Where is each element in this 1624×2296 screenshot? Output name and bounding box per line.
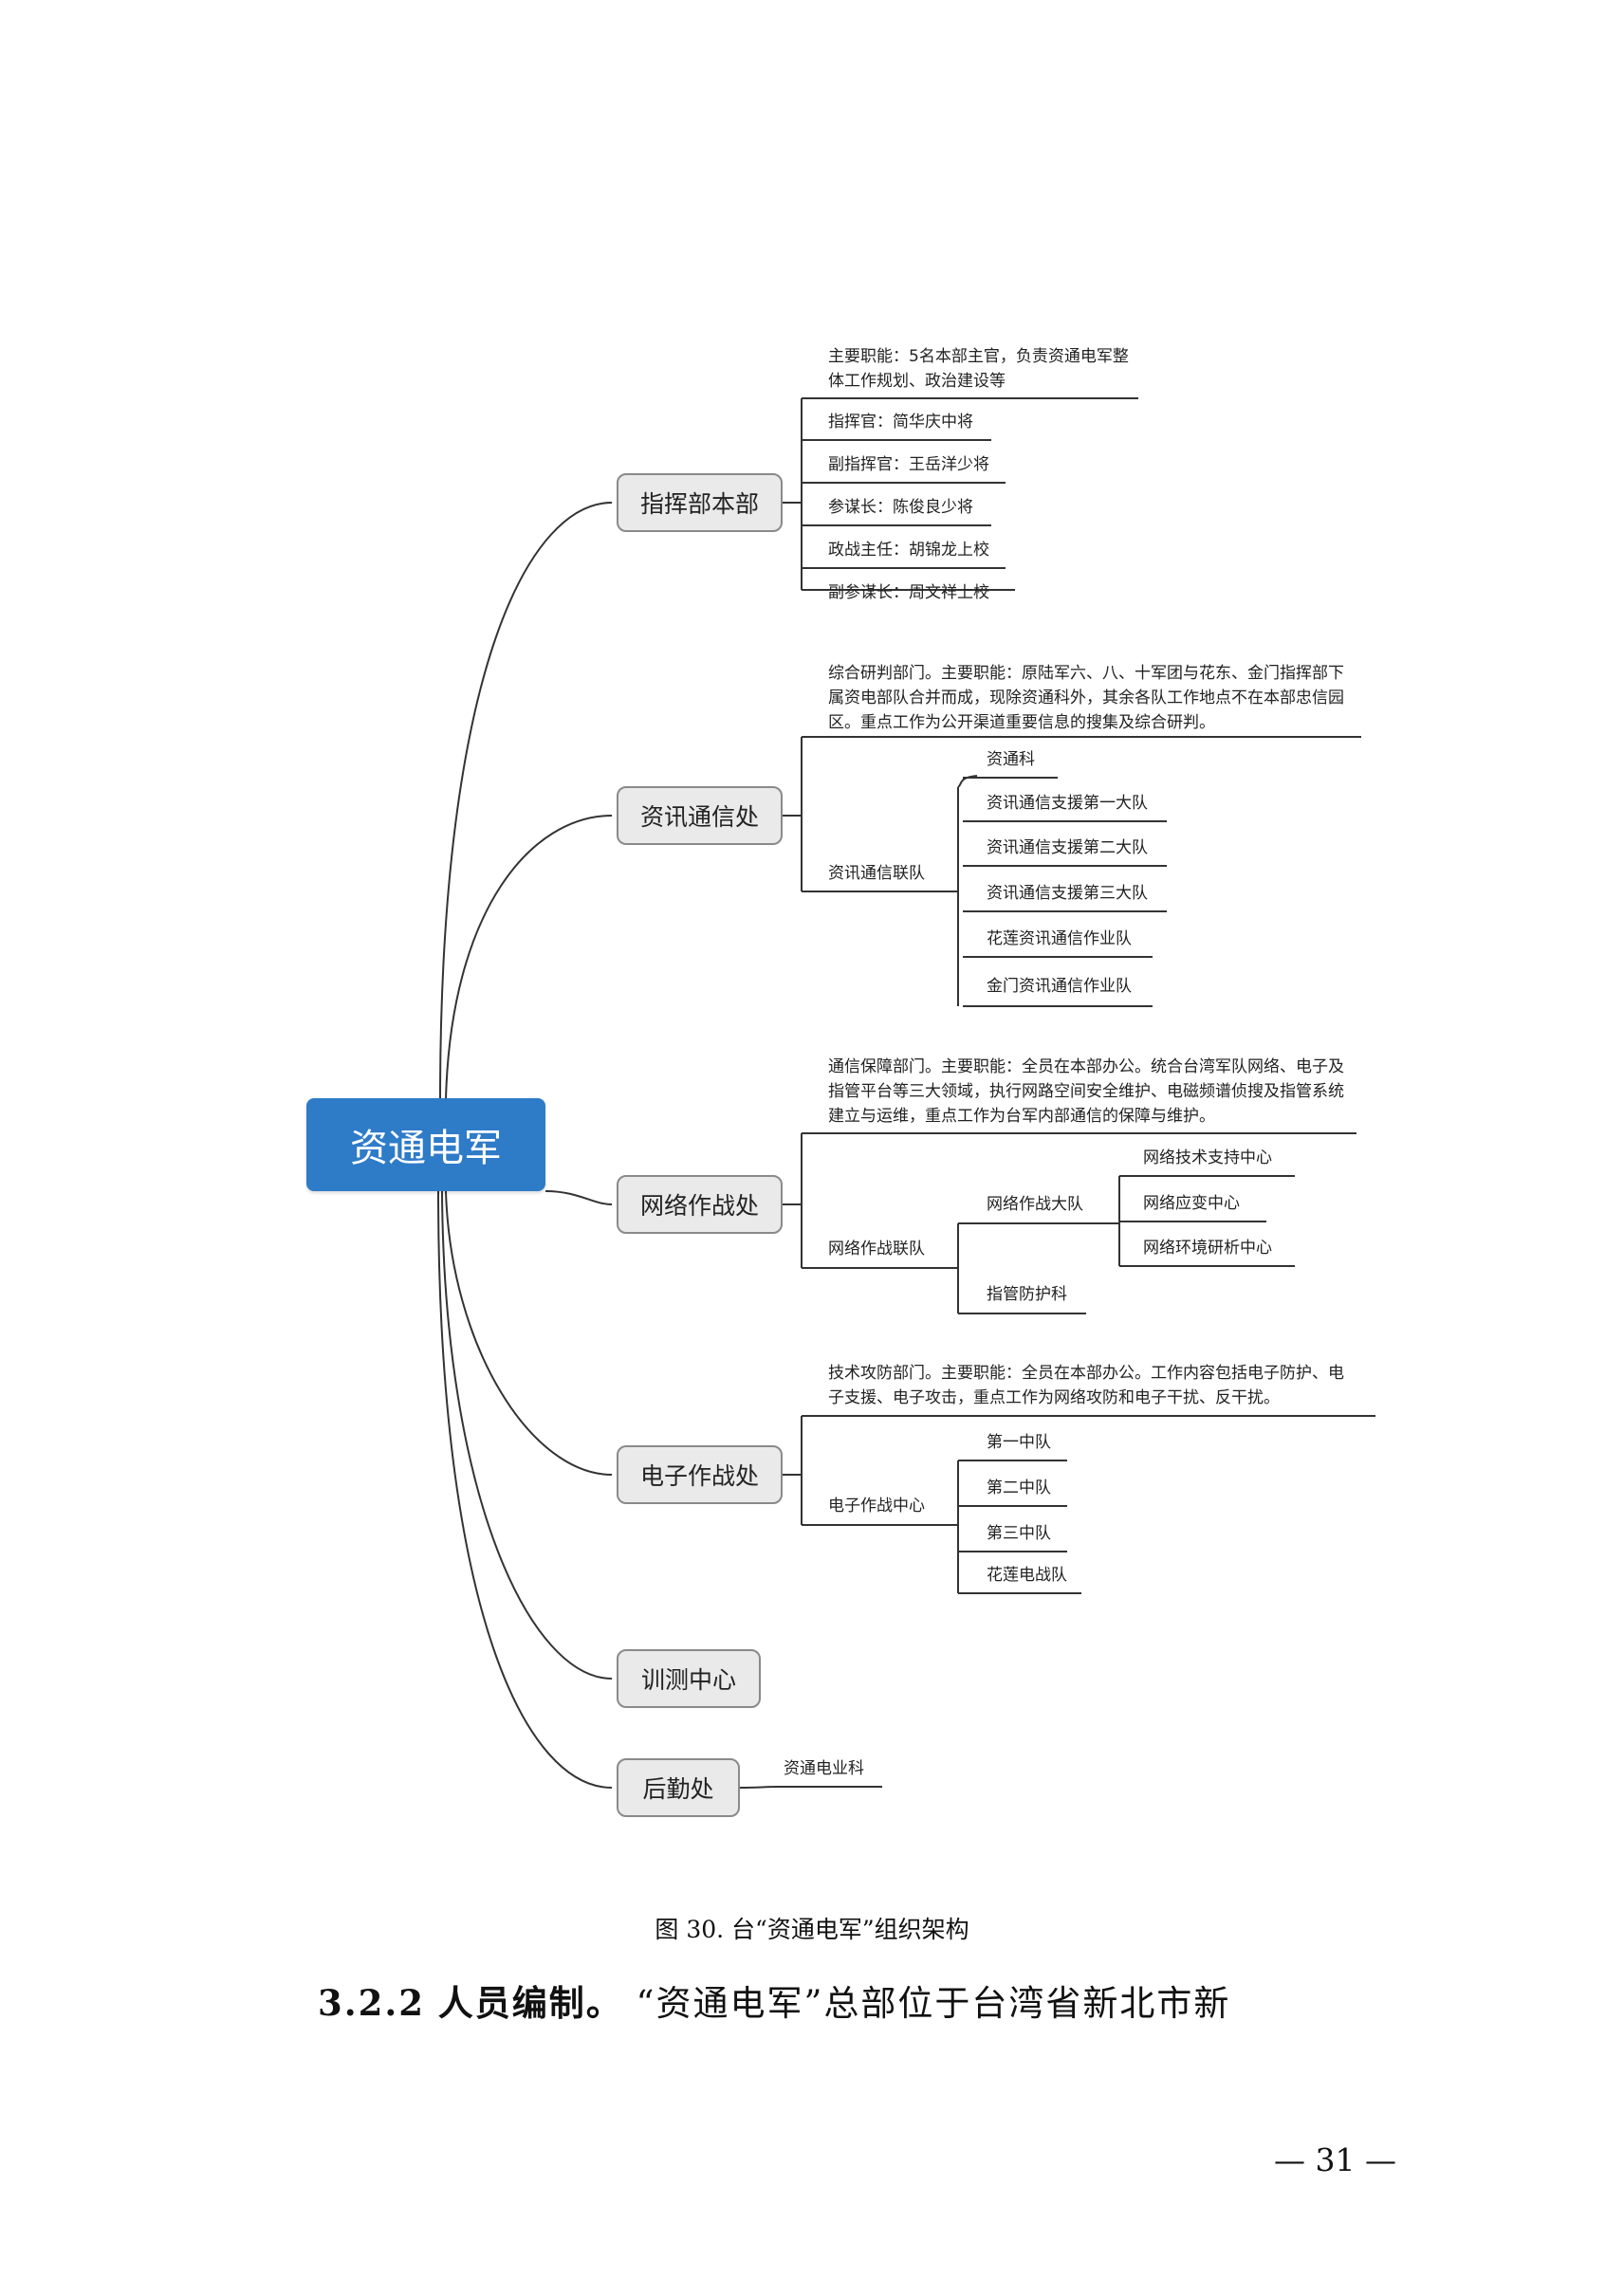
leaf-b2-s3: 资讯通信支援第二大队 xyxy=(987,838,1148,857)
leaf-b2-s4: 资讯通信支援第三大队 xyxy=(987,884,1148,903)
leaf-b3-cmdprotect: 指管防护科 xyxy=(987,1285,1067,1304)
branch-node-network-ops: 网络作战处 xyxy=(617,1175,783,1234)
connector-root-branch-4 xyxy=(445,1190,613,1476)
leaf-b1-chief: 参谋长：陈俊良少将 xyxy=(828,498,973,517)
leaf-b3-duties: 通信保障部门。主要职能：全员在本部办公。统合台湾军队网络、电子及指管平台等三大领… xyxy=(828,1057,1344,1126)
figure-caption: 图 30. 台“资通电军”组织架构 xyxy=(655,1916,969,1943)
connector-b3-vertical xyxy=(783,1133,803,1268)
leaf-b4-s3: 第三中队 xyxy=(987,1524,1051,1543)
connector-b2-sub-vertical xyxy=(957,775,978,1006)
leaf-b1-duties: 主要职能：5名本部主官，负责资通电军整体工作规划、政治建设等 xyxy=(828,347,1129,391)
leaf-b2-s1: 资通科 xyxy=(987,750,1035,769)
leaf-b1-political: 政战主任：胡锦龙上校 xyxy=(828,541,989,560)
leaf-b3-battalion: 网络作战大队 xyxy=(987,1195,1083,1214)
leaf-b1-deputy: 副指挥官：王岳洋少将 xyxy=(828,455,989,474)
leaf-b4-s1: 第一中队 xyxy=(987,1433,1051,1452)
leaf-b4-duties: 技术攻防部门。主要职能：全员在本部办公。工作内容包括电子防护、电子支援、电子攻击… xyxy=(828,1364,1344,1407)
leaf-b3-regiment: 网络作战联队 xyxy=(828,1240,925,1258)
leaf-b2-duties: 综合研判部门。主要职能：原陆军六、八、十军团与花东、金门指挥部下属资电部队合并而… xyxy=(828,664,1344,732)
connector-b4-vertical xyxy=(783,1416,803,1525)
leaf-b3-c3: 网络环境研析中心 xyxy=(1143,1239,1272,1258)
leaf-b3-c2: 网络应变中心 xyxy=(1143,1194,1240,1213)
leaf-b2-regiment: 资讯通信联队 xyxy=(828,864,925,883)
connector-root-branch-3 xyxy=(544,1190,613,1205)
section-heading: 3.2.2 人员编制。 “资通电军”总部位于台湾省新北市新 xyxy=(318,1975,1230,2026)
section-text: “资通电军”总部位于台湾省新北市新 xyxy=(636,1983,1231,2024)
branch-node-info-comm: 资讯通信处 xyxy=(617,786,783,845)
leaf-b4-s4: 花莲电战队 xyxy=(987,1566,1067,1585)
branch-node-training-test: 训测中心 xyxy=(617,1649,761,1708)
connector-b6-leaf xyxy=(739,1786,882,1789)
connector-b2-vertical xyxy=(783,737,803,891)
branch-node-command-hq: 指挥部本部 xyxy=(617,473,783,532)
branch-node-electronic-ops: 电子作战处 xyxy=(617,1445,783,1504)
leaf-b4-center: 电子作战中心 xyxy=(828,1497,925,1515)
leaf-b2-s2: 资讯通信支援第一大队 xyxy=(987,794,1148,813)
root-node: 资通电军 xyxy=(306,1098,545,1191)
connector-root-branch-5 xyxy=(441,1190,613,1680)
leaf-b3-c1: 网络技术支持中心 xyxy=(1143,1148,1272,1167)
section-number: 3.2.2 xyxy=(318,1982,425,2024)
branch-node-logistics: 后勤处 xyxy=(617,1758,740,1817)
connector-root-branch-6 xyxy=(437,1190,613,1789)
leaf-b1-deputy-chief: 副参谋长：周文祥上校 xyxy=(828,583,989,602)
leaf-b6-office: 资通电业科 xyxy=(784,1759,864,1778)
leaf-b1-commander: 指挥官：简华庆中将 xyxy=(828,413,973,432)
leaf-b2-s5: 花莲资讯通信作业队 xyxy=(987,929,1132,948)
leaf-b2-s6: 金门资讯通信作业队 xyxy=(987,977,1132,996)
page-number: — 31 — xyxy=(1274,2141,1396,2178)
connector-root-branch-2 xyxy=(445,815,613,1101)
section-lead: 人员编制。 xyxy=(437,1982,623,2024)
leaf-b4-s2: 第二中队 xyxy=(987,1479,1051,1497)
connector-b1-vertical xyxy=(783,398,803,590)
connector-root-branch-1 xyxy=(439,502,613,1101)
